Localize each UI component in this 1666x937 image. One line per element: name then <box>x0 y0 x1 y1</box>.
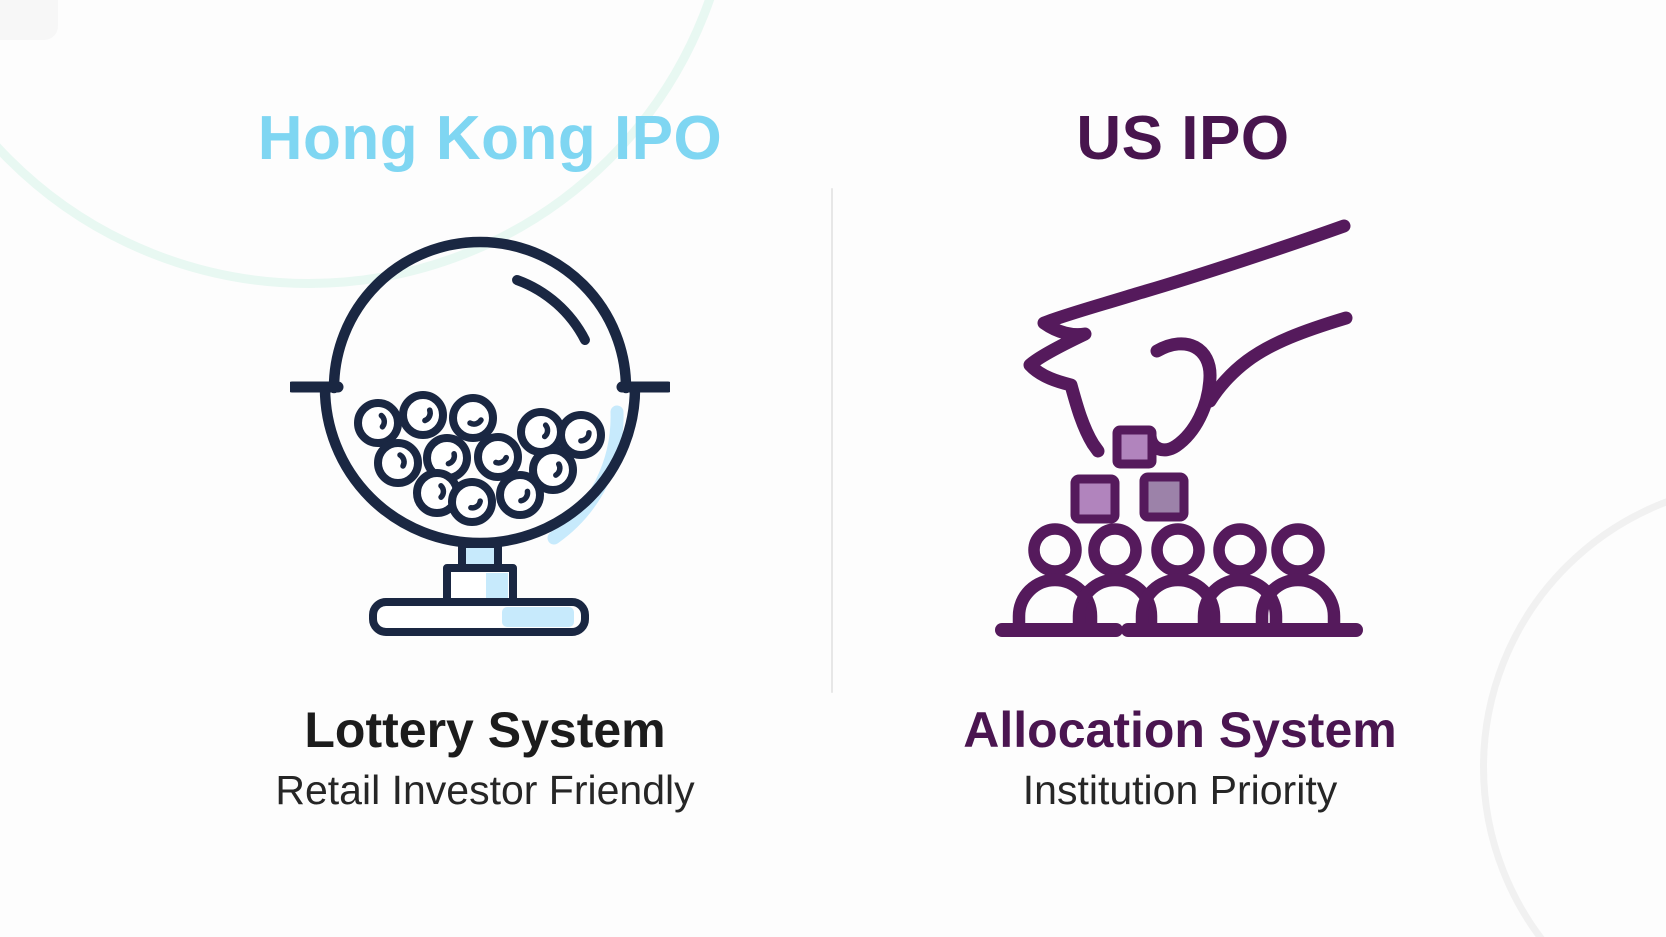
crowd-figures <box>995 523 1363 637</box>
decorative-corner-smudge <box>0 0 58 40</box>
hand-allocating-icon <box>995 219 1363 637</box>
sphere-shine <box>512 275 590 345</box>
allocation-system-heading: Allocation System <box>963 702 1397 758</box>
institution-priority-subheading: Institution Priority <box>1022 767 1338 813</box>
square-right <box>1139 472 1189 522</box>
lottery-system-heading: Lottery System <box>304 702 666 758</box>
lottery-sphere <box>328 236 632 394</box>
lottery-stand <box>369 540 589 636</box>
lottery-drum-icon <box>290 236 670 636</box>
hong-kong-ipo-title: Hong Kong IPO <box>257 104 723 173</box>
square-left <box>1070 474 1120 524</box>
us-ipo-title: US IPO <box>1076 104 1290 173</box>
held-square <box>1112 425 1157 469</box>
retail-investor-subheading: Retail Investor Friendly <box>275 767 695 813</box>
allocation-squares <box>1070 425 1189 524</box>
lottery-balls <box>354 391 605 526</box>
hand-outline <box>1023 219 1353 458</box>
panel-divider <box>831 188 833 693</box>
